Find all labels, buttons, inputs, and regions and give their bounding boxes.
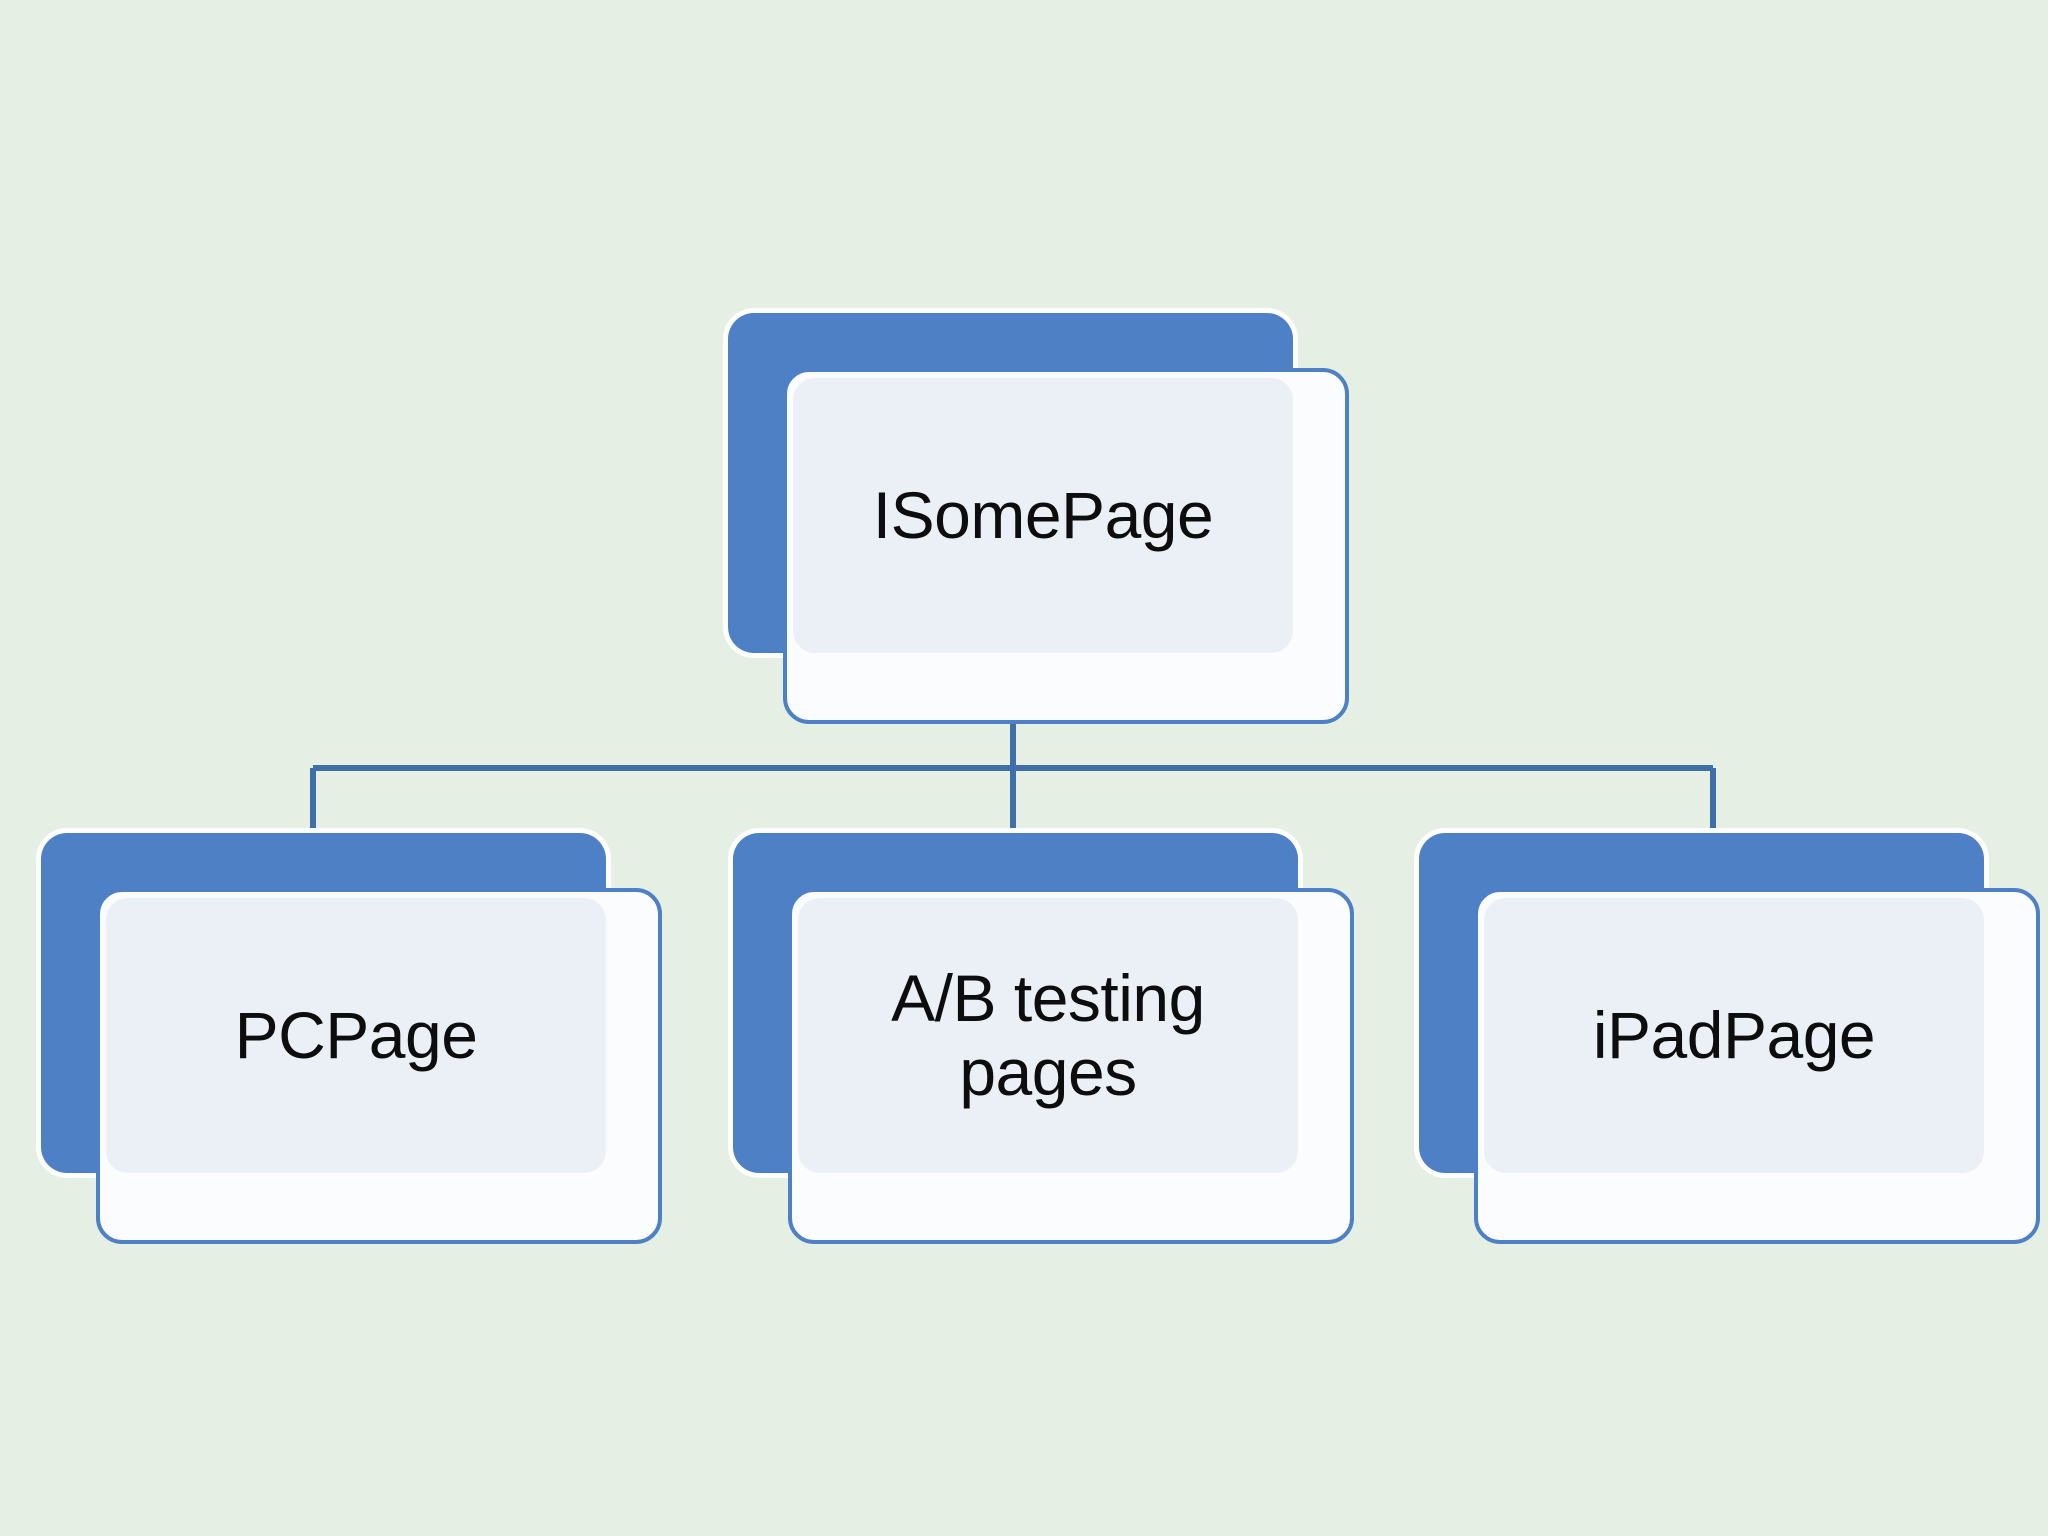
node-label: PCPage bbox=[234, 997, 478, 1072]
node-pcpage[interactable]: PCPage bbox=[36, 828, 666, 1248]
node-panel: iPadPage bbox=[1484, 898, 1984, 1173]
node-panel: A/B testing pages bbox=[798, 898, 1298, 1173]
node-panel: PCPage bbox=[106, 898, 606, 1173]
node-label: A/B testing pages bbox=[891, 960, 1205, 1109]
node-label: ISomePage bbox=[872, 477, 1214, 552]
node-isomepage[interactable]: ISomePage bbox=[723, 308, 1353, 728]
node-ab-testing-pages[interactable]: A/B testing pages bbox=[728, 828, 1358, 1248]
node-label: iPadPage bbox=[1592, 997, 1876, 1072]
node-ipadpage[interactable]: iPadPage bbox=[1414, 828, 2044, 1248]
node-panel: ISomePage bbox=[793, 378, 1293, 653]
